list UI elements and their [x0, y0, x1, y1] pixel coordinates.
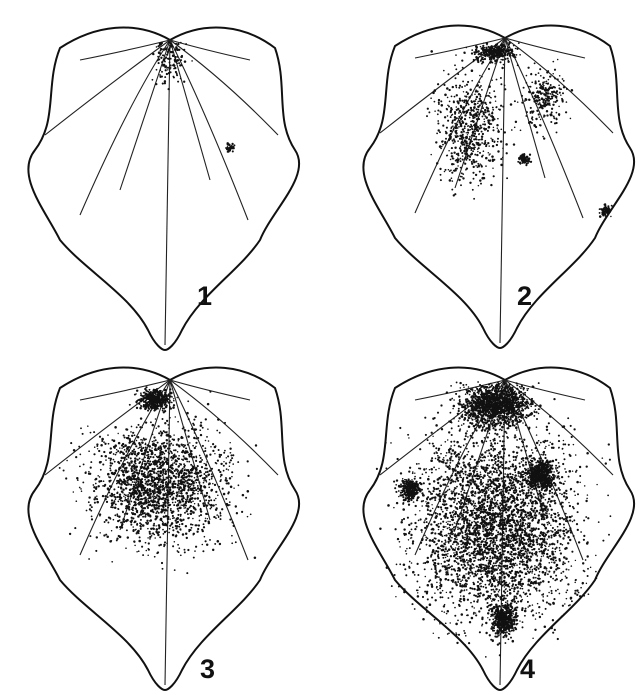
panel-label-3: 3 — [200, 654, 215, 684]
panel-label-2: 2 — [517, 281, 532, 311]
leaf-panel-2 — [363, 26, 634, 348]
leaf-panel-1 — [28, 28, 299, 350]
panel-label-4: 4 — [520, 654, 535, 684]
panel-label-1: 1 — [197, 281, 212, 311]
leaf-panel-4 — [363, 368, 634, 690]
leaf-panel-3 — [28, 368, 299, 690]
